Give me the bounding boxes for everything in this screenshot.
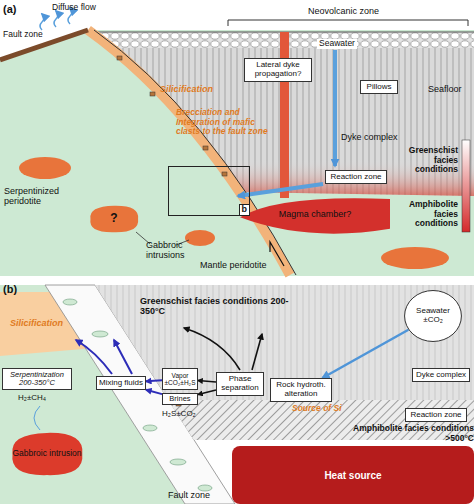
node-text: Pillows: [367, 83, 392, 92]
chemistry-label: H₂S±CO₂: [162, 410, 212, 419]
mafic-clast: [117, 56, 122, 60]
node-text: Reaction zone: [330, 173, 381, 182]
flow-label: Diffuse flow: [52, 3, 122, 13]
fluid-arrow: [238, 184, 323, 196]
facies-gradient-bar: [462, 140, 470, 232]
node-text: Lateral dyke propagation?: [247, 61, 309, 79]
process-box: Rock hydroth. alteration: [270, 378, 332, 402]
process-box: Reaction zone: [325, 170, 387, 184]
clast: [143, 425, 157, 431]
node-text: Vapor ±CO₂±H₂S: [165, 372, 196, 386]
node-text: Magma chamber?: [279, 210, 352, 220]
node-text: Rock hydroth. alteration: [273, 381, 329, 399]
layer-label: Seafloor: [428, 84, 474, 94]
rock-label: Gabbroic intrusions: [146, 240, 206, 260]
inset-box: b: [168, 166, 250, 216]
facies-label: Greenschist facies conditions: [392, 146, 458, 175]
mafic-clast: [203, 146, 208, 150]
dyke-stripes: [95, 285, 474, 440]
reaction-zone-hatch: [168, 400, 474, 440]
gabbro-body: ?: [86, 204, 142, 234]
process-box: Vapor ±CO₂±H₂S: [162, 368, 198, 390]
flow-arrow: [322, 330, 408, 378]
node-text: Reaction zone: [410, 411, 461, 420]
process-box: Lateral dyke propagation?: [244, 58, 312, 82]
node-text: Heat source: [324, 470, 381, 481]
fault-scarp: [0, 30, 88, 60]
node-text: Seawater ±CO₂: [410, 307, 456, 325]
fluid-label: Seawater: [317, 39, 357, 49]
process-box: Dyke complex: [412, 368, 470, 382]
process-label: Silicification: [160, 84, 230, 94]
node-text: b: [239, 204, 250, 215]
process-box: Serpentinization 200-350°C: [2, 368, 72, 390]
facies-label: Greenschist facies conditions 200-350°C: [140, 296, 300, 316]
flow-arrow: [198, 390, 216, 395]
zone-bracket: [228, 20, 468, 26]
process-box: Phase separation: [216, 372, 264, 396]
node-shape: [240, 198, 390, 234]
gabbro-body: [381, 247, 449, 269]
diffuse-flow-arrow: [40, 14, 44, 30]
process-box: Brines: [162, 393, 198, 405]
node-text: Brines: [169, 395, 190, 403]
seawater-arrow: [333, 50, 337, 166]
node-text: Phase separation: [219, 375, 261, 393]
structure-label: Fault zone: [168, 490, 228, 500]
fluid-arrow: [114, 340, 132, 374]
zone-label: Neovolcanic zone: [308, 6, 418, 16]
oceanic-crust: [95, 285, 474, 440]
chemistry-label: H₂±CH₄: [18, 394, 68, 403]
fault-motion-arrow: [270, 242, 284, 266]
process-box: Mixing fluids: [96, 376, 146, 390]
flow-arrow: [198, 381, 216, 383]
clast: [92, 331, 108, 337]
process-label: Source of Si: [292, 404, 352, 414]
node-shape: [90, 206, 138, 232]
rock-label: Mantle peridotite: [200, 260, 280, 270]
facies-label: Amphibolite facies conditions >500°C: [340, 424, 474, 443]
gabbro-body: [19, 157, 71, 179]
layer-label: Dyke complex: [341, 132, 399, 142]
fluid-arrow: [76, 340, 112, 374]
process-box: Pillows: [360, 80, 398, 94]
gabbro-body: Gabbroic intrusion: [6, 430, 88, 478]
fluid-arrow: [252, 334, 262, 370]
node-shape: [12, 433, 82, 475]
heat-line: [34, 406, 40, 430]
node-shape: [405, 291, 462, 342]
clast: [63, 299, 77, 305]
heat-source: Heat source: [232, 446, 474, 504]
seawater-circle: Seawater ±CO₂: [404, 290, 462, 342]
magma-chamber: Magma chamber?: [240, 192, 390, 238]
clast: [170, 459, 186, 465]
structure-label: Fault zone: [3, 30, 63, 40]
node-text: Serpentinization 200-350°C: [5, 371, 69, 388]
node-text: Mixing fluids: [99, 379, 143, 388]
peridotite-area: [0, 30, 474, 276]
mafic-clast: [222, 172, 227, 176]
fluid-arrow: [184, 328, 240, 370]
diffuse-flow-arrow: [54, 11, 58, 27]
process-label: Brecciation and Integration of mafic cla…: [176, 108, 274, 137]
dyke: [280, 32, 289, 198]
panel-label: (b): [3, 283, 33, 295]
flow-arrow: [146, 390, 162, 394]
rock-label: Serpentinized peridotite: [4, 186, 79, 206]
mafic-clast: [150, 92, 155, 96]
panel-label: (a): [3, 3, 33, 15]
process-label: Silicification: [10, 318, 80, 328]
flow-arrow: [146, 380, 162, 381]
process-box: Reaction zone: [405, 408, 467, 422]
facies-label: Amphibolite facies conditions: [392, 200, 458, 229]
node-text: ?: [110, 212, 117, 225]
gabbro-body: [185, 230, 215, 246]
node-text: Dyke complex: [416, 371, 466, 380]
node-text: Gabbroic intrusion: [13, 449, 82, 458]
